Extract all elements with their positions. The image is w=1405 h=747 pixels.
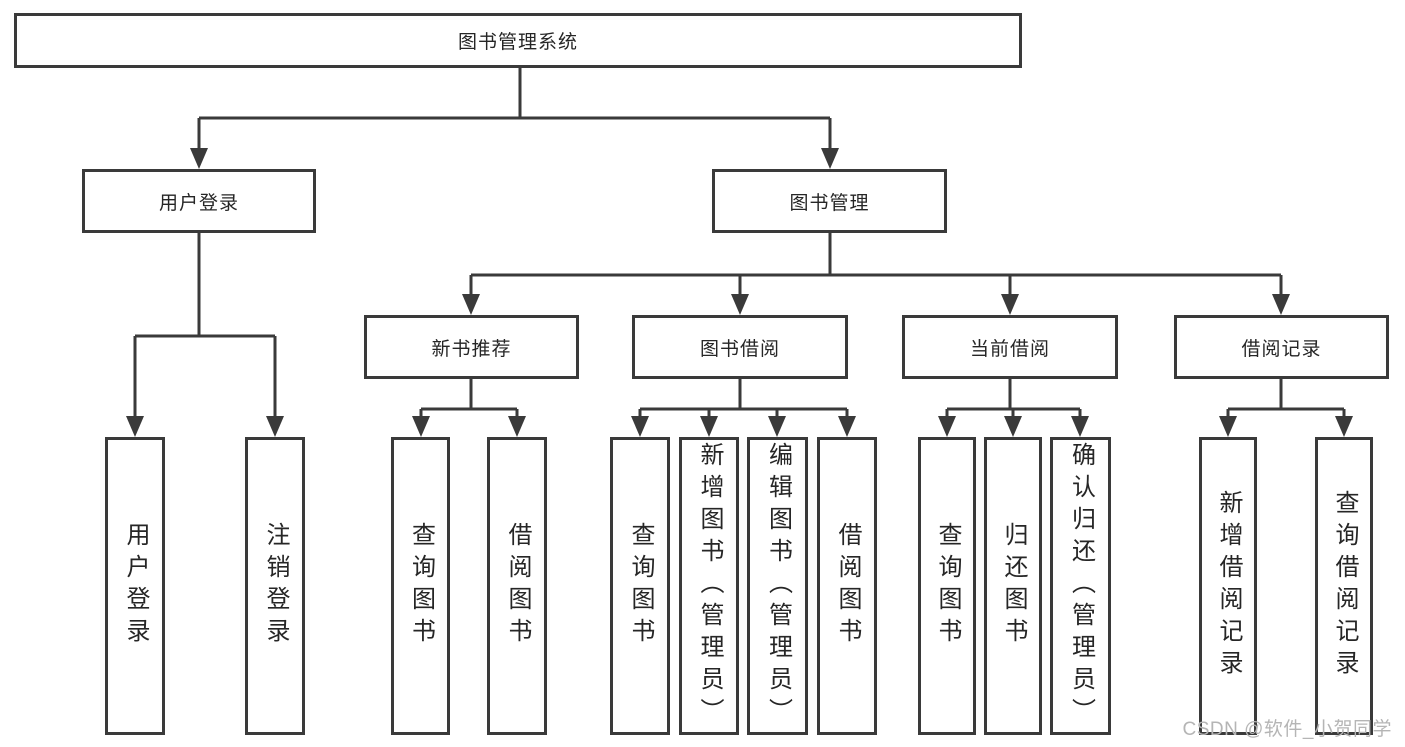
node-label: 借阅记录 — [1241, 338, 1322, 360]
node-root: 图书管理系统 — [14, 13, 1022, 68]
node-label: 新书推荐 — [431, 338, 512, 360]
leaf-records-add-record: 新增借阅记录 — [1199, 437, 1257, 735]
leaf-records-query-record: 查询借阅记录 — [1315, 437, 1373, 735]
node-new-book-recommendation: 新书推荐 — [364, 315, 579, 379]
node-borrowing-records: 借阅记录 — [1174, 315, 1389, 379]
leaf-label: 查询图书 — [627, 522, 654, 650]
leaf-label: 新增借阅记录 — [1215, 490, 1242, 682]
leaf-label: 新增图书（管理员） — [696, 442, 723, 730]
leaf-current-confirm-return-admin: 确认归还（管理员） — [1050, 437, 1111, 735]
connector-arrowheads — [126, 148, 1353, 437]
node-book-management: 图书管理 — [712, 169, 947, 233]
node-user-login: 用户登录 — [82, 169, 316, 233]
node-label: 图书管理 — [789, 192, 870, 214]
leaf-label: 编辑图书（管理员） — [764, 442, 792, 730]
leaf-label: 确认归还（管理员） — [1067, 442, 1095, 730]
leaf-label: 借阅图书 — [504, 522, 531, 650]
leaf-recommend-query-book: 查询图书 — [391, 437, 450, 735]
leaf-label: 查询借阅记录 — [1331, 490, 1358, 682]
node-label: 当前借阅 — [969, 338, 1050, 360]
leaf-current-query-book: 查询图书 — [918, 437, 976, 735]
leaf-label: 查询图书 — [934, 522, 961, 650]
node-label: 用户登录 — [158, 192, 239, 214]
watermark: CSDN @软件_小贺同学 — [1182, 719, 1392, 740]
leaf-user-login: 用户登录 — [105, 437, 165, 735]
node-label: 图书借阅 — [699, 338, 780, 360]
connector-stems — [133, 68, 1346, 419]
node-current-borrowing: 当前借阅 — [902, 315, 1118, 379]
leaf-label: 借阅图书 — [834, 522, 861, 650]
node-book-borrowing: 图书借阅 — [632, 315, 848, 379]
leaf-logout: 注销登录 — [245, 437, 305, 735]
leaf-label: 用户登录 — [122, 522, 149, 650]
leaf-label: 注销登录 — [262, 522, 289, 650]
leaf-current-return-book: 归还图书 — [984, 437, 1042, 735]
leaf-borrowing-edit-book-admin: 编辑图书（管理员） — [747, 437, 808, 735]
node-label: 图书管理系统 — [457, 32, 578, 53]
leaf-recommend-borrow-book: 借阅图书 — [487, 437, 547, 735]
leaf-borrowing-add-book-admin: 新增图书（管理员） — [679, 437, 739, 735]
leaf-borrowing-query-book: 查询图书 — [610, 437, 670, 735]
leaf-borrowing-borrow-book: 借阅图书 — [817, 437, 877, 735]
leaf-label: 查询图书 — [407, 522, 435, 650]
leaf-label: 归还图书 — [1000, 522, 1027, 650]
